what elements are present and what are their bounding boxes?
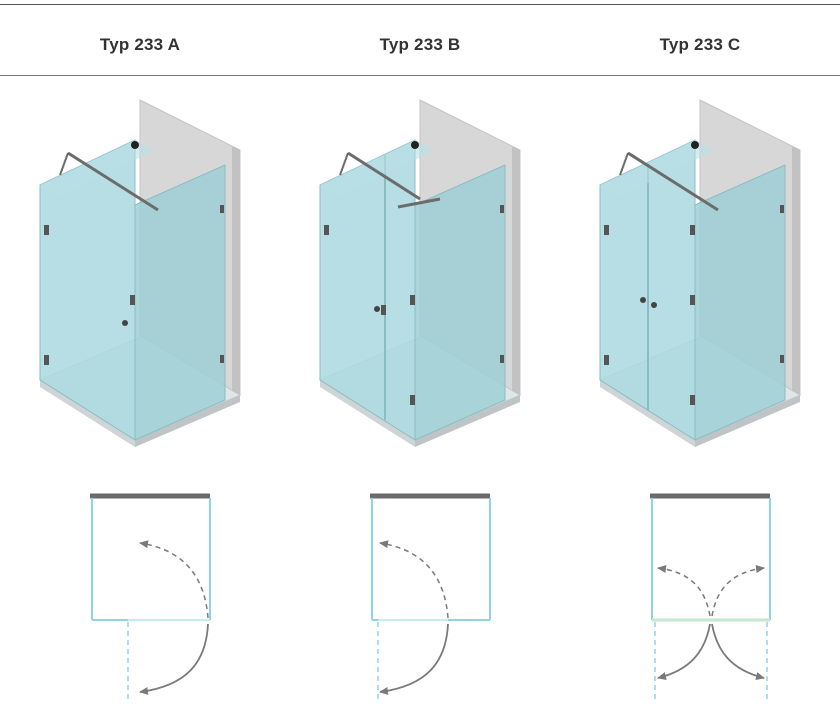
floor-plan-typ-233-c	[560, 488, 840, 704]
floor-plan-typ-233-b	[280, 488, 560, 704]
side-glass-panel	[134, 164, 226, 441]
shower-render-typ-233-c	[560, 95, 840, 455]
header-row: Typ 233 A Typ 233 B Typ 233 C	[0, 5, 840, 75]
door-swing-out-arc	[139, 623, 209, 695]
stabiliser-bar	[67, 151, 159, 212]
floor-plan-typ-233-a	[0, 488, 280, 704]
door-swing-in-arc	[139, 540, 209, 619]
column-title-typ-233-a: Typ 233 A	[99, 35, 181, 54]
shower-render-typ-233-a	[0, 95, 280, 455]
column-title-typ-233-b: Typ 233 B	[379, 35, 461, 54]
column-title-typ-233-c: Typ 233 C	[659, 35, 741, 54]
shower-render-typ-233-b	[280, 95, 560, 455]
table-top-rule	[0, 4, 840, 5]
header-divider	[0, 75, 840, 76]
